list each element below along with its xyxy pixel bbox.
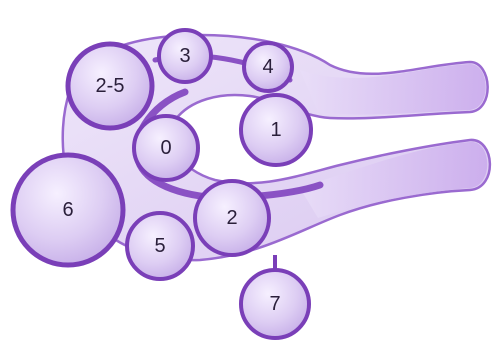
node-2: 2: [195, 181, 269, 255]
node-6: 6: [13, 155, 123, 265]
node-0-label: 0: [160, 137, 171, 159]
node-1: 1: [241, 95, 311, 165]
node-2-label: 2: [226, 207, 237, 229]
node-0: 0: [134, 116, 198, 180]
node-3-label: 3: [179, 45, 190, 67]
node-2-5-label: 2-5: [96, 75, 125, 97]
node-1-label: 1: [270, 119, 281, 141]
node-7: 7: [241, 270, 309, 338]
node-2-5: 2-5: [68, 44, 152, 128]
node-5-label: 5: [154, 235, 165, 257]
node-7-label: 7: [269, 293, 280, 315]
node-3: 3: [159, 30, 211, 82]
node-5: 5: [127, 213, 193, 279]
node-4: 4: [244, 43, 292, 91]
node-4-label: 4: [262, 56, 273, 78]
node-6-label: 6: [62, 199, 73, 221]
